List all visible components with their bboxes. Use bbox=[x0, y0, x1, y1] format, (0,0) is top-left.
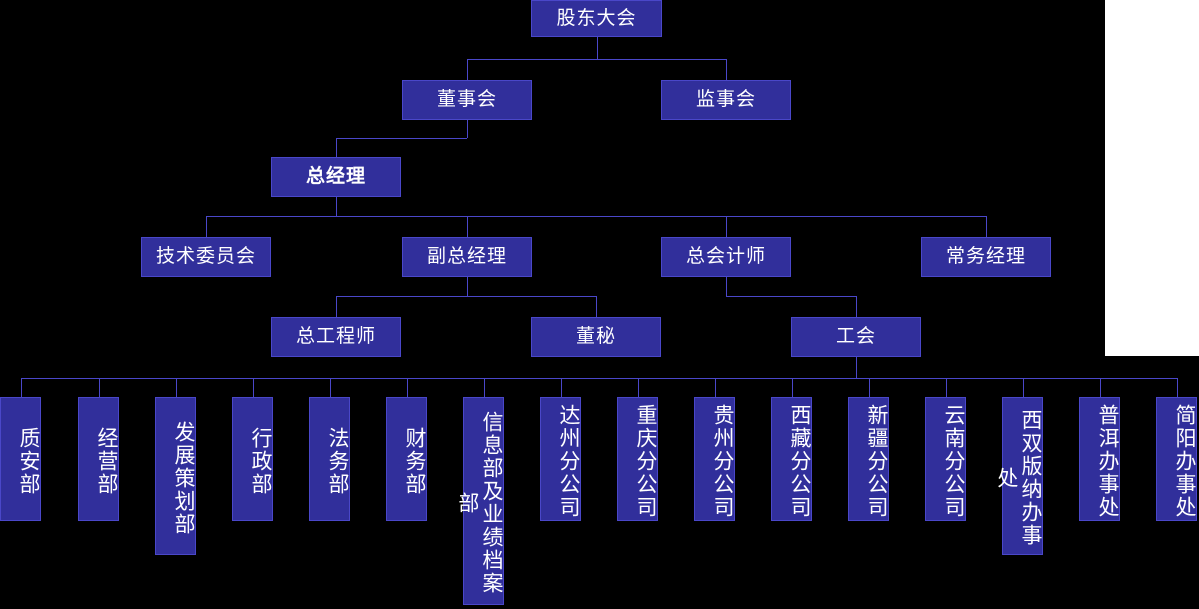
connector-drop-n_board_sec bbox=[596, 296, 597, 317]
org-node-jianyang_office[interactable]: 简阳办事处 bbox=[1156, 397, 1197, 521]
org-node-shareholders[interactable]: 股东大会 bbox=[531, 0, 662, 37]
white-panel bbox=[1105, 0, 1199, 356]
connector-drop-n_exec_mgr bbox=[986, 216, 987, 237]
connector-bus-level2 bbox=[467, 59, 726, 60]
org-node-xishuangbanna_office[interactable]: 西双版纳办事处 bbox=[995, 397, 1043, 555]
org-node-label: 西藏分公司 bbox=[788, 403, 811, 519]
org-node-label: 常务经理 bbox=[945, 246, 1026, 268]
org-node-label: 财务部 bbox=[403, 426, 426, 496]
connector-drop-d_tibet_branch bbox=[791, 378, 793, 397]
org-node-board[interactable]: 董事会 bbox=[402, 80, 532, 120]
connector-drop-d_legal bbox=[329, 378, 331, 397]
connector-drop-supervisors bbox=[726, 59, 727, 80]
org-node-supervisors[interactable]: 监事会 bbox=[661, 80, 791, 120]
org-node-label: 达州分公司 bbox=[557, 403, 580, 519]
org-node-finance[interactable]: 财务部 bbox=[386, 397, 427, 521]
org-node-label: 股东大会 bbox=[556, 7, 637, 29]
org-node-exec_mgr[interactable]: 常务经理 bbox=[921, 237, 1051, 277]
org-node-label: 简阳办事处 bbox=[1173, 403, 1196, 519]
connector-stem-shareholders bbox=[596, 37, 598, 59]
connector-drop-d_xinjiang_branch bbox=[868, 378, 870, 397]
connector-drop-n_chief_acct bbox=[726, 216, 727, 237]
org-node-label: 技术委员会 bbox=[155, 246, 256, 268]
org-node-label: 经营部 bbox=[95, 426, 118, 496]
connector-drop-d_administration bbox=[252, 378, 254, 397]
org-node-tech_comm[interactable]: 技术委员会 bbox=[141, 237, 271, 277]
org-node-tibet_branch[interactable]: 西藏分公司 bbox=[771, 397, 812, 521]
org-node-gm[interactable]: 总经理 bbox=[271, 157, 401, 197]
org-node-guizhou_branch[interactable]: 贵州分公司 bbox=[694, 397, 735, 521]
connector-drop-n_chief_eng bbox=[336, 296, 337, 317]
connector-drop-d_yunnan_branch bbox=[945, 378, 947, 397]
connector-drop-d_jianyang_office bbox=[1176, 378, 1178, 397]
org-node-chongqing_branch[interactable]: 重庆分公司 bbox=[617, 397, 658, 521]
connector-drop-d_puer_office bbox=[1099, 378, 1101, 397]
org-node-deputy_gm[interactable]: 副总经理 bbox=[402, 237, 532, 277]
org-node-label: 重庆分公司 bbox=[634, 403, 657, 519]
org-node-label: 监事会 bbox=[695, 89, 756, 111]
org-node-label: 发展策划部 bbox=[172, 420, 195, 536]
connector-bus-level4 bbox=[206, 216, 986, 217]
org-node-dev_planning[interactable]: 发展策划部 bbox=[155, 397, 196, 555]
org-node-label: 西双版纳办事处 bbox=[994, 409, 1042, 547]
org-node-yunnan_branch[interactable]: 云南分公司 bbox=[925, 397, 966, 521]
org-node-label: 总工程师 bbox=[295, 326, 376, 348]
connector-drop-d_xishuangbanna_office bbox=[1022, 378, 1024, 397]
org-node-label: 董秘 bbox=[575, 326, 616, 348]
org-node-quality_safety[interactable]: 质安部 bbox=[0, 397, 41, 521]
org-node-board_sec[interactable]: 董秘 bbox=[531, 317, 661, 357]
connector-drop-n_tech_comm bbox=[206, 216, 207, 237]
org-node-label: 副总经理 bbox=[426, 246, 507, 268]
org-node-label: 行政部 bbox=[249, 426, 272, 496]
org-node-label: 信息部及业绩档案部 bbox=[455, 411, 503, 595]
org-node-operations[interactable]: 经营部 bbox=[78, 397, 119, 521]
org-node-xinjiang_branch[interactable]: 新疆分公司 bbox=[848, 397, 889, 521]
connector-drop-gm bbox=[336, 138, 337, 157]
org-node-label: 新疆分公司 bbox=[865, 403, 888, 519]
connector-bus-level5-left bbox=[336, 296, 596, 297]
connector-stem-union bbox=[856, 357, 857, 378]
org-node-label: 总会计师 bbox=[685, 246, 766, 268]
org-node-label: 贵州分公司 bbox=[711, 403, 734, 519]
org-node-puer_office[interactable]: 普洱办事处 bbox=[1079, 397, 1120, 521]
connector-stem-gm bbox=[336, 197, 337, 216]
connector-bus-departments bbox=[20, 378, 1177, 379]
org-node-label: 工会 bbox=[835, 326, 876, 348]
connector-drop-d_info_perf_archive bbox=[483, 378, 485, 397]
org-node-union[interactable]: 工会 bbox=[791, 317, 921, 357]
org-node-label: 总经理 bbox=[305, 166, 366, 188]
org-node-label: 质安部 bbox=[17, 426, 40, 496]
connector-drop-union bbox=[856, 296, 857, 317]
connector-drop-d_chongqing_branch bbox=[637, 378, 639, 397]
connector-elbow-chief-acct-union bbox=[726, 296, 856, 297]
connector-drop-n_deputy_gm bbox=[467, 216, 468, 237]
org-node-administration[interactable]: 行政部 bbox=[232, 397, 273, 521]
connector-stem-board bbox=[467, 120, 468, 138]
connector-drop-d_dazhou_branch bbox=[560, 378, 562, 397]
org-node-label: 董事会 bbox=[436, 89, 497, 111]
connector-drop-d_quality_safety bbox=[20, 378, 22, 397]
org-node-dazhou_branch[interactable]: 达州分公司 bbox=[540, 397, 581, 521]
org-node-chief_eng[interactable]: 总工程师 bbox=[271, 317, 401, 357]
connector-stem-deputy-gm bbox=[467, 277, 468, 296]
org-node-label: 云南分公司 bbox=[942, 403, 965, 519]
connector-drop-d_guizhou_branch bbox=[714, 378, 716, 397]
connector-elbow-board-gm bbox=[336, 138, 467, 139]
connector-drop-d_dev_planning bbox=[175, 378, 177, 397]
connector-drop-board bbox=[467, 59, 468, 80]
org-node-legal[interactable]: 法务部 bbox=[309, 397, 350, 521]
connector-drop-d_operations bbox=[98, 378, 100, 397]
org-node-chief_acct[interactable]: 总会计师 bbox=[661, 237, 791, 277]
org-node-info_perf_archive[interactable]: 信息部及业绩档案部 bbox=[456, 397, 504, 605]
connector-drop-d_finance bbox=[406, 378, 408, 397]
org-node-label: 普洱办事处 bbox=[1096, 403, 1119, 519]
connector-stem-chief-acct bbox=[726, 277, 727, 296]
org-node-label: 法务部 bbox=[326, 426, 349, 496]
